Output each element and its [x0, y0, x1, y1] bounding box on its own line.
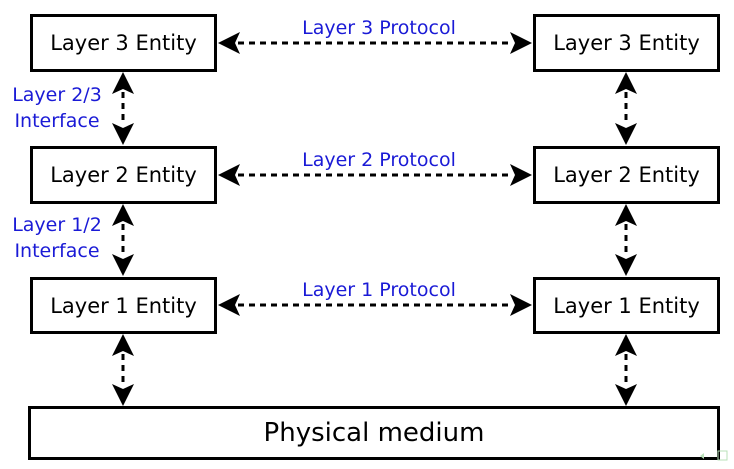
interface-arrow-right-2-1 [615, 204, 637, 276]
interface-label-line2: Interface [14, 240, 100, 262]
layer12-interface-label: Layer 1/2 Interface [12, 212, 102, 264]
protocol-arrow-layer3 [218, 32, 532, 54]
interface-arrow-left-2-1 [112, 204, 134, 276]
left-layer3-entity: Layer 3 Entity [30, 14, 217, 72]
left-layer1-entity: Layer 1 Entity [30, 277, 217, 334]
interface-arrow-right-3-2 [615, 72, 637, 145]
interface-arrow-left-3-2 [112, 72, 134, 145]
layer3-protocol-label: Layer 3 Protocol [302, 17, 456, 39]
interface-label-line2: Interface [14, 110, 100, 132]
protocol-arrow-layer1 [218, 294, 532, 316]
left-layer2-entity: Layer 2 Entity [30, 146, 217, 204]
interface-label-line1: Layer 1/2 [12, 214, 102, 236]
protocol-arrow-layer2 [218, 164, 532, 186]
layer23-interface-label: Layer 2/3 Interface [12, 82, 102, 134]
interface-label-line1: Layer 2/3 [12, 84, 102, 106]
layer2-protocol-label: Layer 2 Protocol [302, 149, 456, 171]
physical-medium: Physical medium [28, 406, 720, 460]
interface-arrow-left-1-medium [112, 334, 134, 406]
corner-decoration-icon [700, 450, 728, 461]
right-layer3-entity: Layer 3 Entity [533, 14, 720, 72]
right-layer2-entity: Layer 2 Entity [533, 146, 720, 204]
interface-arrow-right-1-medium [615, 334, 637, 406]
layer1-protocol-label: Layer 1 Protocol [302, 279, 456, 301]
right-layer1-entity: Layer 1 Entity [533, 277, 720, 334]
